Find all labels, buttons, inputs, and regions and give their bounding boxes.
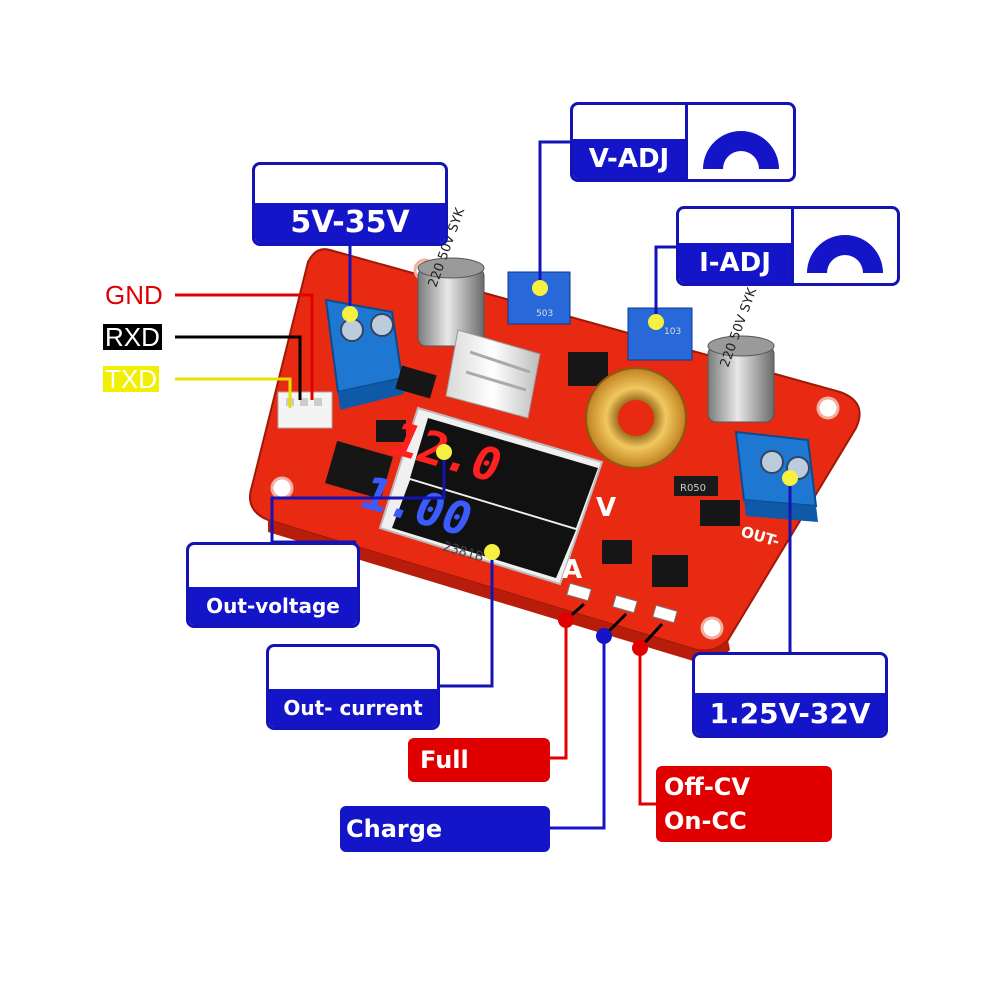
mode-callout: Off-CV On-CC <box>656 766 832 842</box>
marking-a: A <box>562 555 582 585</box>
v-adj-label: V-ADJ <box>573 139 685 179</box>
full-label: Full <box>408 738 550 782</box>
out-voltage-callout: Out-voltage <box>186 542 360 628</box>
txd-wire <box>175 377 292 408</box>
output-range-callout: 1.25V-32V <box>692 652 888 738</box>
resistor-marking: R050 <box>680 483 706 494</box>
full-leader <box>548 620 568 760</box>
svg-text:503: 503 <box>536 309 553 319</box>
output-range-label: 1.25V-32V <box>695 693 885 735</box>
status-leds <box>566 582 678 624</box>
rxd-pin-label: RXD <box>103 322 162 352</box>
gnd-pin-label: GND <box>103 280 165 310</box>
heatsink <box>445 329 541 419</box>
leader-dots <box>342 280 798 656</box>
out-voltage-label: Out-voltage <box>189 587 357 625</box>
charge-leader <box>548 636 606 830</box>
i-adj-knob-icon <box>807 235 883 273</box>
marking-v: V <box>596 493 616 523</box>
i-adj-label: I-ADJ <box>679 243 791 283</box>
v-adj-knob-icon <box>703 131 779 169</box>
out-current-label: Out- current <box>269 689 437 727</box>
v-adj-leader <box>538 140 572 288</box>
off-cv-label: Off-CV <box>664 773 750 801</box>
gnd-wire <box>175 293 314 400</box>
sense-resistor: R050 <box>674 476 718 496</box>
out-current-callout: Out- current <box>266 644 440 730</box>
txd-pin-label: TXD <box>103 364 159 394</box>
rxd-wire <box>175 335 302 400</box>
i-adj-callout: I-ADJ <box>676 206 900 286</box>
charge-label: Charge <box>340 806 550 852</box>
out-current-leader <box>438 552 494 688</box>
i-adj-leader <box>654 245 676 320</box>
serial-header <box>277 391 333 429</box>
off-cv-leader <box>638 648 660 806</box>
svg-text:103: 103 <box>664 327 681 337</box>
output-terminal-block <box>734 430 818 522</box>
input-range-callout: 5V-35V <box>252 162 448 246</box>
smd-components <box>325 352 740 587</box>
on-cc-label: On-CC <box>664 807 747 835</box>
toroid-inductor <box>585 367 687 469</box>
v-adj-callout: V-ADJ <box>570 102 796 182</box>
input-range-label: 5V-35V <box>255 203 445 243</box>
output-capacitor: 220 50V SYK <box>707 286 775 423</box>
